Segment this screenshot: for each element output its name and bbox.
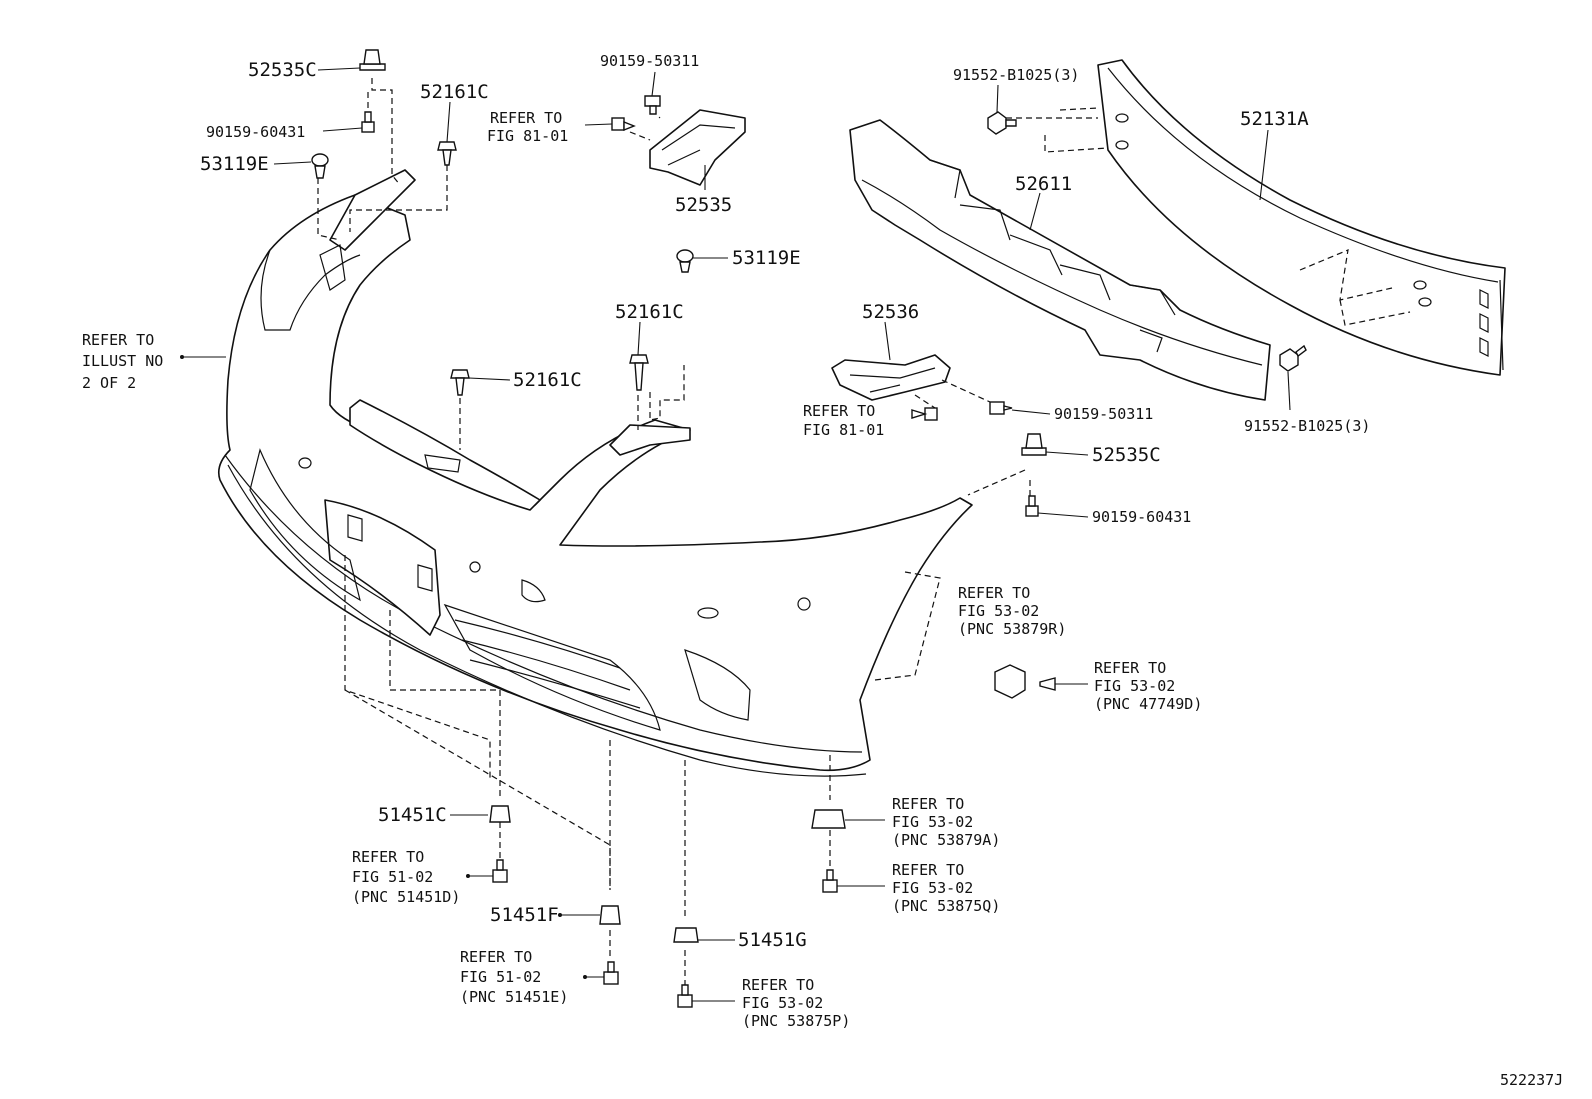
callout-51451C: 51451C: [378, 804, 447, 826]
callout-52131A: 52131A: [1240, 108, 1309, 130]
retainer-icon: [599, 905, 621, 925]
retainer-icon: [1021, 433, 1047, 456]
fasteners: [311, 49, 1307, 1008]
ref-fig8101-mid-1: REFER TO: [803, 402, 875, 420]
callout-90159-50311-mid: 90159-50311: [1054, 405, 1153, 423]
leader-lines: [180, 67, 1291, 1002]
clip-icon: [676, 249, 694, 273]
bolt-icon: [644, 95, 661, 115]
ref-53879R-3: (PNC 53879R): [958, 620, 1066, 638]
callout-53119E-mid: 53119E: [732, 247, 801, 269]
callout-51451F: 51451F: [490, 904, 559, 926]
ref-53879A-3: (PNC 53879A): [892, 831, 1000, 849]
bumper-absorber-52611: [849, 119, 1271, 401]
clip-icon: [311, 153, 329, 179]
ref-53875P-3: (PNC 53875P): [742, 1012, 850, 1030]
ref-51451E-2: FIG 51-02: [460, 968, 541, 986]
ref-fig8101-mid-2: FIG 81-01: [803, 421, 884, 439]
clip-icon: [629, 354, 649, 391]
front-bumper-cover: [217, 194, 973, 777]
ref-53879R-1: REFER TO: [958, 584, 1030, 602]
diagram-id: 522237J: [1500, 1071, 1563, 1089]
screw-icon: [492, 859, 508, 883]
callout-52161C-left: 52161C: [513, 369, 582, 391]
bumper-reinforcement-52131A: [1097, 59, 1506, 376]
clip-icon: [450, 369, 470, 396]
ref-51451E-3: (PNC 51451E): [460, 988, 568, 1006]
ref-fig8101-top-1: REFER TO: [490, 109, 562, 127]
ref-47749D-1: REFER TO: [1094, 659, 1166, 677]
screw-icon: [611, 117, 636, 132]
bracket-center: [609, 424, 691, 456]
ref-illust-2: ILLUST NO: [82, 352, 163, 370]
ref-53879A-2: FIG 53-02: [892, 813, 973, 831]
bracket-52536: [831, 354, 951, 401]
assembly-lines: [317, 78, 1411, 985]
retainer-icon: [489, 805, 511, 823]
retainer-icon: [811, 809, 846, 829]
callout-91552-bottom: 91552-B1025(3): [1244, 417, 1370, 435]
part-callouts: 52535C 90159-60431 53119E 52161C 90159-5…: [200, 52, 1370, 951]
callout-90159-60431-top: 90159-60431: [206, 123, 305, 141]
ref-illust-1: REFER TO: [82, 331, 154, 349]
ref-51451D-1: REFER TO: [352, 848, 424, 866]
sensor-icon: [994, 664, 1026, 699]
ref-47749D-3: (PNC 47749D): [1094, 695, 1202, 713]
callout-90159-60431-mid: 90159-60431: [1092, 508, 1191, 526]
callout-91552-top: 91552-B1025(3): [953, 66, 1079, 84]
ref-51451E-1: REFER TO: [460, 948, 532, 966]
reference-notes: REFER TO FIG 81-01 REFER TO ILLUST NO 2 …: [82, 109, 1202, 1030]
screw-icon: [822, 869, 838, 893]
bolt-icon: [1279, 344, 1307, 372]
retainer-icon: [359, 49, 386, 71]
callout-52161C-mid: 52161C: [615, 301, 684, 323]
ref-53875P-2: FIG 53-02: [742, 994, 823, 1012]
callout-52535C-mid: 52535C: [1092, 444, 1161, 466]
retainer-icon: [673, 927, 699, 943]
ref-illust-3: 2 OF 2: [82, 374, 136, 392]
screw-icon: [911, 407, 938, 421]
callout-52161C-top: 52161C: [420, 81, 489, 103]
callout-52535C-top: 52535C: [248, 59, 317, 81]
callout-52536: 52536: [862, 301, 919, 323]
bracket-upper-left: [319, 169, 416, 291]
bracket-52535: [649, 109, 746, 186]
ref-53875Q-1: REFER TO: [892, 861, 964, 879]
ref-53875Q-2: FIG 53-02: [892, 879, 973, 897]
bolt-icon: [989, 401, 1013, 415]
bolt-icon: [361, 111, 375, 133]
screw-icon: [603, 961, 619, 985]
callout-90159-50311-top: 90159-50311: [600, 52, 699, 70]
ref-53879R-2: FIG 53-02: [958, 602, 1039, 620]
screw-icon: [1039, 677, 1056, 691]
ref-53875P-1: REFER TO: [742, 976, 814, 994]
ref-47749D-2: FIG 53-02: [1094, 677, 1175, 695]
bolt-icon: [987, 111, 1017, 135]
callout-52611: 52611: [1015, 173, 1072, 195]
callout-51451G: 51451G: [738, 929, 807, 951]
callout-52535: 52535: [675, 194, 732, 216]
ref-51451D-2: FIG 51-02: [352, 868, 433, 886]
bolt-icon: [1025, 495, 1039, 517]
ref-53875Q-3: (PNC 53875Q): [892, 897, 1000, 915]
clip-icon: [437, 141, 457, 166]
screw-icon: [677, 984, 693, 1008]
ref-51451D-3: (PNC 51451D): [352, 888, 460, 906]
callout-53119E-top: 53119E: [200, 153, 269, 175]
ref-53879A-1: REFER TO: [892, 795, 964, 813]
ref-fig8101-top-2: FIG 81-01: [487, 127, 568, 145]
